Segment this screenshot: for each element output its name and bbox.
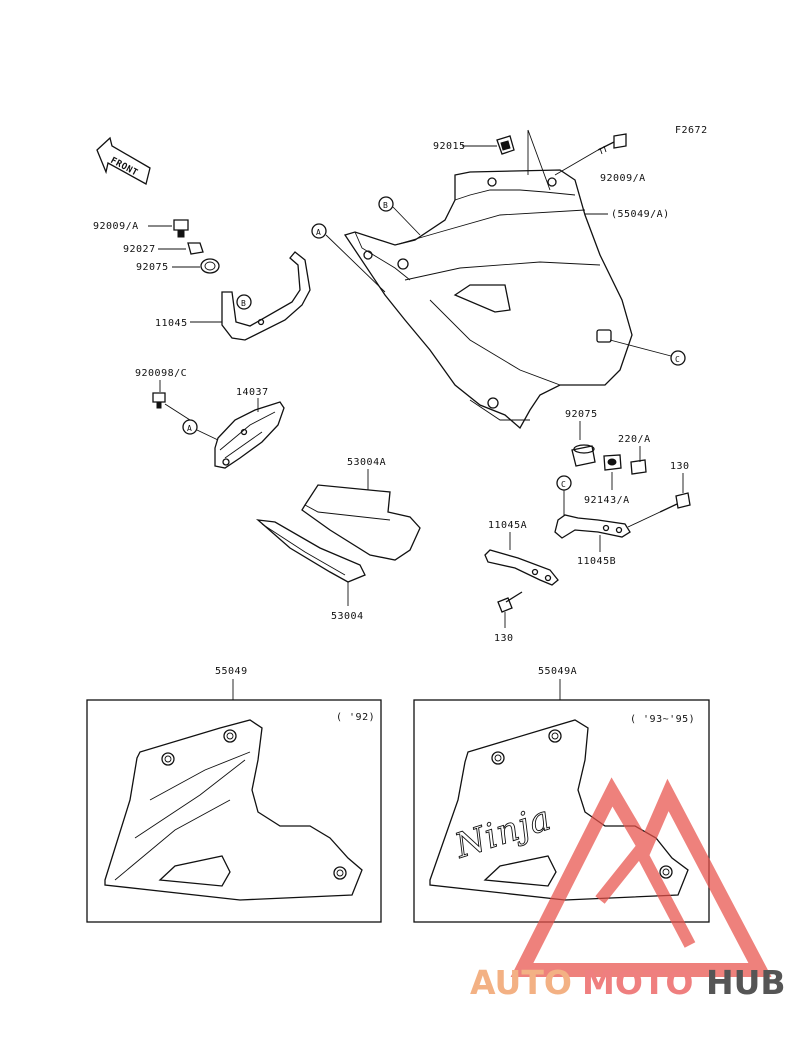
ref-marker-c-upper (670, 350, 686, 366)
svg-text:HUB: HUB (706, 963, 786, 1002)
collar-220a (630, 459, 647, 475)
bracket-11045 (221, 251, 311, 341)
watermark-logo-icon (510, 777, 772, 977)
grommet-92075-right (571, 444, 596, 467)
grommet-92075-left (200, 258, 220, 274)
ref-marker-c-right-label: C (561, 480, 566, 489)
label-220a: 220/A (618, 434, 651, 445)
label-920098c: 920098/C (135, 368, 187, 379)
bolt-130-bottom (497, 591, 523, 613)
label-92015: 92015 (433, 141, 466, 152)
label-92027: 92027 (123, 244, 156, 255)
bolt-920098c (152, 392, 166, 409)
ref-marker-c-upper-label: C (675, 355, 680, 364)
svg-text:AUTO: AUTO (470, 963, 572, 1002)
bracket-11045b (554, 514, 631, 539)
bolt-130-right (659, 492, 691, 513)
panel-53004a (301, 484, 421, 561)
label-92075-right: 92075 (565, 409, 598, 420)
variant-box-right (413, 699, 710, 923)
bolt-92009a-top (597, 133, 627, 155)
svg-text:MOTO: MOTO (582, 963, 693, 1002)
label-55049a: 55049A (538, 666, 577, 677)
guide-14037 (214, 401, 285, 469)
cowl-variant-92 (104, 719, 363, 901)
ref-marker-b-upper-label: B (383, 201, 388, 210)
ref-marker-a-left-label: A (187, 424, 192, 433)
ref-marker-a-upper-label: A (316, 228, 321, 237)
label-55049: 55049 (215, 666, 248, 677)
label-53004: 53004 (331, 611, 364, 622)
bolt-92009a-left (173, 219, 189, 238)
ref-marker-b-left-label: B (241, 299, 246, 308)
label-130-right: 130 (670, 461, 690, 472)
label-11045b: 11045B (577, 556, 616, 567)
label-11045a: 11045A (488, 520, 527, 531)
front-arrow-icon: FRONT (96, 136, 151, 185)
ref-marker-a-upper (311, 223, 327, 239)
label-92009a-left: 92009/A (93, 221, 139, 232)
label-11045: 11045 (155, 318, 188, 329)
bracket-11045a (484, 549, 559, 586)
panel-53004 (255, 519, 366, 583)
variant-left-year: ( '92) (336, 712, 375, 723)
variant-right-year: ( '93~'95) (630, 714, 695, 725)
ref-marker-a-left (182, 419, 198, 435)
watermark-text: AUTO MOTO HUB (470, 963, 786, 1002)
side-cowl-main (343, 169, 633, 430)
nut-92143a (603, 454, 622, 471)
clip-92015 (496, 135, 515, 155)
figure-code: F2672 (675, 125, 708, 136)
ref-marker-b-left (236, 294, 252, 310)
grommet-92027 (187, 242, 204, 255)
label-14037: 14037 (236, 387, 269, 398)
ninja-logo-text: Ninja (449, 798, 556, 867)
label-55049a-paren: (55049/A) (611, 209, 670, 220)
label-92075-left: 92075 (136, 262, 169, 273)
label-92009a-top: 92009/A (600, 173, 646, 184)
label-92143a: 92143/A (584, 495, 630, 506)
variant-box-left (86, 699, 382, 923)
label-53004a: 53004A (347, 457, 386, 468)
label-130-bottom: 130 (494, 633, 514, 644)
ref-marker-b-upper (378, 196, 394, 212)
